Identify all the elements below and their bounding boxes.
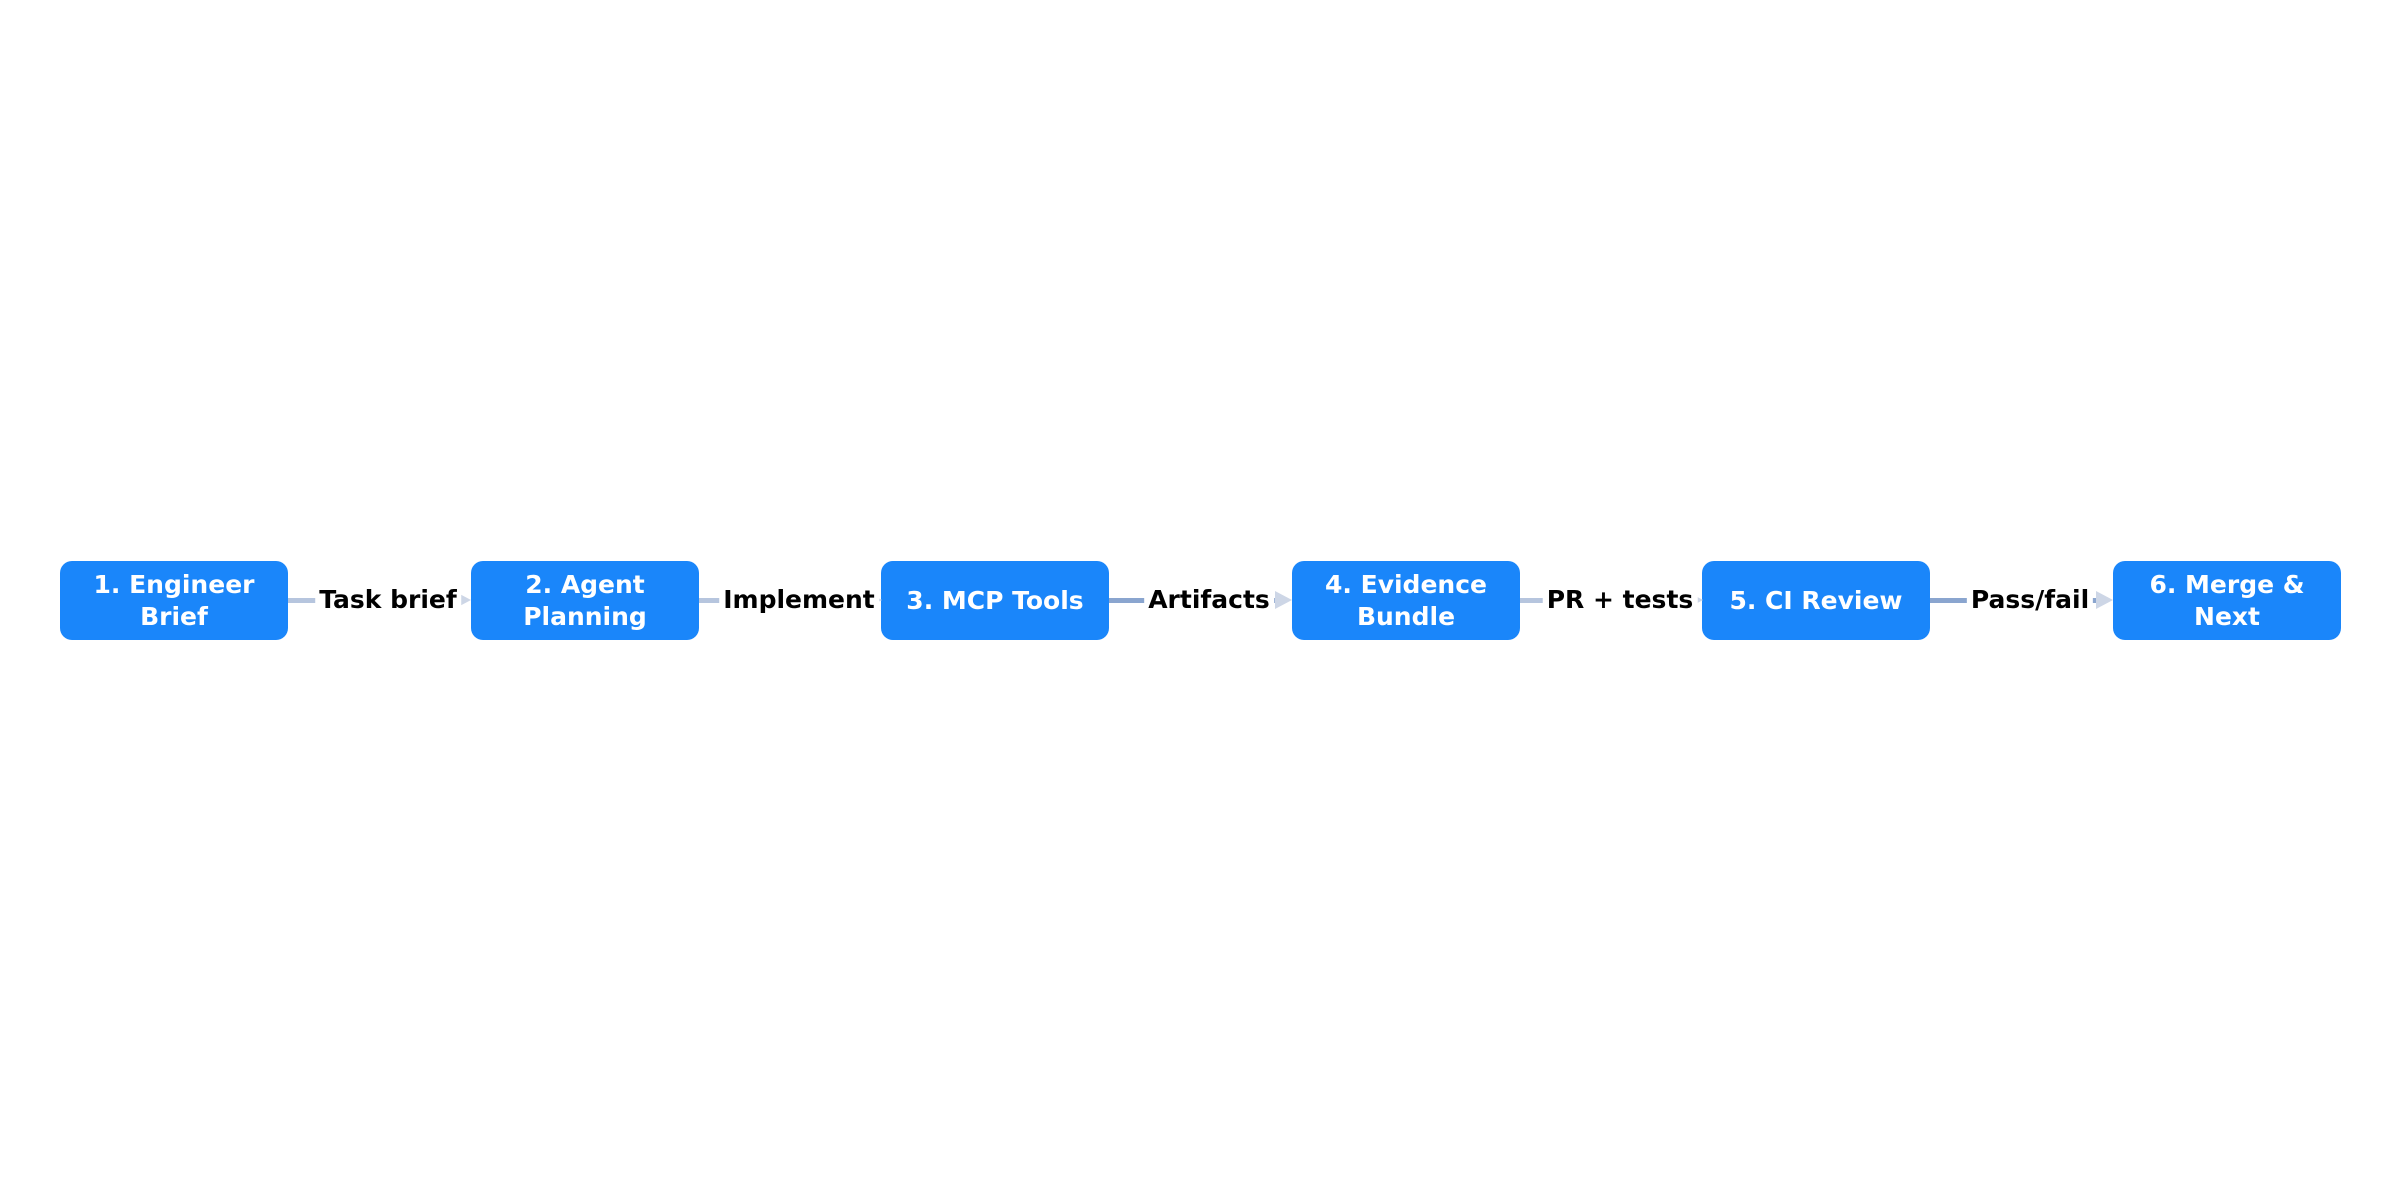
edge-label-implement: Implement bbox=[719, 583, 879, 617]
stage-evidence-bundle: 4. Evidence Bundle bbox=[1292, 561, 1520, 640]
stage-merge-next: 6. Merge & Next bbox=[2113, 561, 2341, 640]
edge-label-task-brief: Task brief bbox=[315, 583, 461, 617]
stage-label: 6. Merge & Next bbox=[2149, 569, 2305, 631]
stage-label: 1. Engineer Brief bbox=[93, 569, 255, 631]
stage-label: 5. CI Review bbox=[1729, 585, 1903, 615]
edge-label-pass-fail: Pass/fail bbox=[1966, 583, 2094, 617]
arrow-head-icon bbox=[2096, 591, 2113, 609]
stage-mcp-tools: 3. MCP Tools bbox=[881, 561, 1109, 640]
edge-label-pr-tests: PR + tests bbox=[1542, 583, 1698, 617]
stage-label: 4. Evidence Bundle bbox=[1325, 569, 1487, 631]
stage-label: 3. MCP Tools bbox=[906, 585, 1084, 615]
stage-agent-planning: 2. Agent Planning bbox=[471, 561, 699, 640]
stage-ci-review: 5. CI Review bbox=[1702, 561, 1930, 640]
edge-label-artifacts: Artifacts bbox=[1144, 583, 1274, 617]
arrow-head-icon bbox=[1275, 591, 1292, 609]
stage-label: 2. Agent Planning bbox=[523, 569, 647, 631]
stage-engineer-brief: 1. Engineer Brief bbox=[60, 561, 288, 640]
